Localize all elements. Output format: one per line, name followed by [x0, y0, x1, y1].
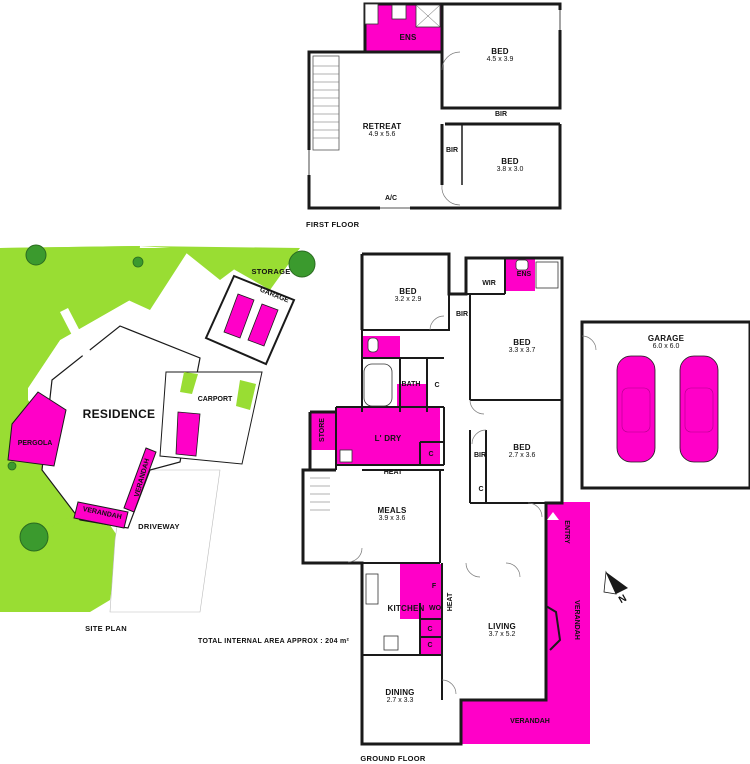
ground-verandah-horizontal-label: VERANDAH [510, 718, 550, 725]
ground-ens-label: ENS [516, 271, 532, 278]
ground-floor-caption: GROUND FLOOR [360, 754, 426, 763]
ground-ldry-label: L' DRY [374, 434, 402, 443]
ground-floor-plan [301, 252, 590, 746]
ground-wir-label: WIR [482, 280, 496, 287]
ground-bir-b-label: BIR [473, 452, 487, 459]
ground-kitchen-label: KITCHEN [387, 604, 425, 613]
ground-c5-label: C [427, 642, 433, 649]
site-pergola-label: PERGOLA [17, 440, 53, 447]
site-storage-label: STORAGE [251, 267, 291, 276]
ground-wo-label: WO [428, 605, 442, 612]
ground-c3-label: C [478, 486, 484, 493]
site-residence-label: RESIDENCE [82, 407, 156, 421]
ground-heat2-label: HEAT [446, 592, 454, 612]
first-floor-ac-label: A/C [384, 195, 398, 202]
site-carport-label: CARPORT [197, 396, 233, 403]
ground-entry-label: ENTRY [563, 520, 571, 544]
ground-verandah-vertical-label: VERANDAH [573, 600, 581, 640]
residence-outline [41, 325, 201, 529]
site-driveway-label: DRIVEWAY [138, 522, 180, 531]
ground-bir-a-label: BIR [455, 311, 469, 318]
first-floor-ens-label: ENS [399, 33, 417, 42]
first-floor-bir-h-label: BIR [494, 111, 508, 118]
ground-bath-label: BATH [401, 381, 421, 388]
ground-c4-label: C [427, 626, 433, 633]
ground-f-label: F [431, 583, 437, 590]
ground-heat1-label: HEAT [383, 469, 403, 476]
first-floor-bir-v-label: BIR [445, 147, 459, 154]
site-plan [0, 244, 316, 613]
ground-store-label: STORE [318, 418, 326, 443]
first-floor-plan [307, 2, 562, 210]
site-plan-caption: SITE PLAN [85, 624, 127, 633]
ground-c2-label: C [428, 451, 434, 458]
north-arrow [603, 570, 628, 595]
ground-c1-label: C [434, 382, 440, 389]
garage-plan [580, 320, 750, 490]
ground-area-note: TOTAL INTERNAL AREA APPROX : 204 m² [198, 638, 350, 645]
first-floor-caption: FIRST FLOOR [306, 220, 360, 229]
